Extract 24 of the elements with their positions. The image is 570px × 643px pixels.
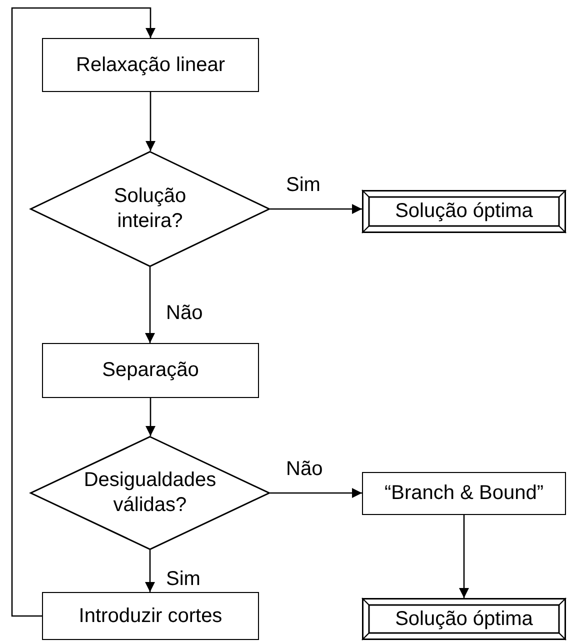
process-box — [42, 38, 259, 92]
node-label: Introduzir cortes — [78, 604, 224, 628]
arrow — [11, 7, 156, 617]
edge-label: Não — [286, 457, 323, 481]
arrow — [146, 92, 156, 151]
arrow — [145, 267, 155, 343]
node-label: Solução óptima — [394, 199, 534, 224]
edge-label: Sim — [166, 567, 200, 591]
arrow — [459, 515, 469, 598]
node-label: Relaxação linear — [75, 52, 226, 78]
process-box — [42, 343, 259, 398]
process-box — [362, 472, 566, 515]
node-label: Solução óptima — [394, 606, 534, 632]
node-label: “Branch & Bound” — [384, 481, 544, 506]
edge-label: Não — [166, 301, 203, 325]
arrow — [270, 204, 362, 214]
arrow — [270, 488, 362, 498]
node-label: Separação — [101, 358, 200, 383]
arrow — [146, 398, 156, 436]
arrow — [145, 550, 155, 592]
edge-label: Sim — [286, 173, 320, 197]
node-label: Desigualdades válidas? — [82, 468, 218, 518]
process-box — [42, 592, 259, 640]
node-label: Solução inteira? — [112, 184, 188, 234]
